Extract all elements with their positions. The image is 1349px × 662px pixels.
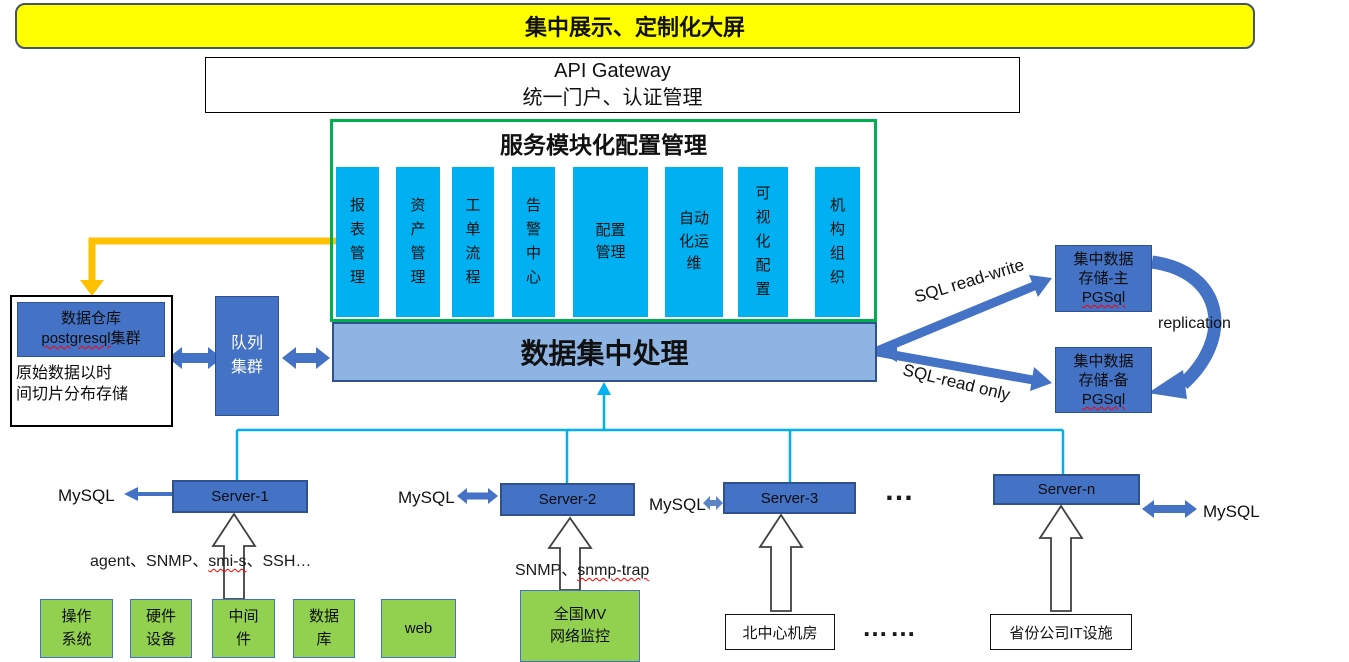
warehouse-box: 数据仓库 postgresql集群 bbox=[17, 302, 165, 357]
storage-backup-line1: 集中数据 bbox=[1073, 353, 1134, 370]
storage-primary-line2: 存储-主 bbox=[1078, 270, 1129, 287]
module-organization: 机构组织 bbox=[815, 167, 860, 317]
module-config: 配置管理 bbox=[573, 167, 648, 317]
block-arrows-up bbox=[211, 504, 1084, 612]
module-automation: 自动化运维 bbox=[665, 167, 723, 317]
module-report: 报表管理 bbox=[336, 167, 379, 317]
block-arrow-server3 bbox=[758, 513, 804, 612]
module-alarm-label: 告警中心 bbox=[525, 197, 541, 286]
warehouse-engine-suffix: 集群 bbox=[110, 330, 141, 347]
source-national-mv-box: 全国MV 网络监控 bbox=[520, 590, 640, 662]
source-database-label: 数据库 bbox=[308, 608, 339, 648]
server-n-box: Server-n bbox=[993, 474, 1140, 505]
collection-bus bbox=[235, 388, 1065, 483]
data-hub-bar: 数据集中处理 bbox=[332, 322, 877, 382]
api-gateway-line2: 统一门户、认证管理 bbox=[522, 87, 703, 109]
warehouse-title: 数据仓库 bbox=[60, 310, 121, 327]
storage-backup-engine: PGSql bbox=[1081, 391, 1126, 408]
province-it-box: 省份公司IT设施 bbox=[990, 614, 1132, 650]
warehouse-engine: postgresql bbox=[41, 330, 111, 347]
replication-arrow bbox=[1148, 255, 1222, 399]
api-gateway-line1: API Gateway bbox=[554, 60, 671, 82]
storage-backup-box: 集中数据 存储-备 PGSql bbox=[1055, 347, 1152, 413]
gold-arrowhead-icon bbox=[80, 280, 104, 296]
warehouse-engine-line: postgresql集群 bbox=[18, 329, 164, 349]
bus-up-arrowhead-icon bbox=[597, 382, 611, 395]
protocol1-prefix: agent、SNMP、 bbox=[90, 553, 209, 570]
national-mv-line2: 网络监控 bbox=[549, 628, 610, 645]
module-visualization: 可视化配置 bbox=[738, 167, 788, 317]
mysql-label-server-n: MySQL bbox=[1203, 502, 1260, 521]
protocol1-code: smi-s bbox=[208, 553, 247, 570]
double-arrow-queue-hub-icon bbox=[282, 347, 330, 369]
module-visualization-label: 可视化配置 bbox=[755, 185, 771, 298]
servers-ellipsis: … bbox=[884, 474, 917, 507]
national-mv-line1: 全国MV bbox=[553, 606, 607, 623]
module-alarm: 告警中心 bbox=[512, 167, 555, 317]
protocol-label-server2: SNMP、snmp-trap bbox=[515, 556, 649, 580]
module-asset-label: 资产管理 bbox=[410, 197, 426, 286]
sql-read-only-arrow bbox=[876, 347, 1052, 391]
service-panel bbox=[330, 119, 877, 322]
protocol1-suffix: 、SSH… bbox=[246, 553, 312, 570]
module-organization-label: 机构组织 bbox=[829, 197, 845, 286]
mysql-label-server2: MySQL bbox=[398, 488, 455, 507]
protocol-label-server1: agent、SNMP、smi-s、SSH… bbox=[90, 547, 311, 571]
mysql-label-server3: MySQL bbox=[649, 495, 706, 514]
replication-label: replication bbox=[1158, 315, 1231, 332]
module-workorder: 工单流程 bbox=[452, 167, 494, 317]
storage-primary-box: 集中数据 存储-主 PGSql bbox=[1055, 245, 1152, 312]
mysql-arrow-server3 bbox=[703, 496, 723, 510]
double-arrow-warehouse-queue-icon bbox=[168, 347, 222, 369]
block-arrow-server-n bbox=[1038, 504, 1084, 612]
source-os-label: 操作系统 bbox=[61, 608, 92, 648]
protocol2-prefix: SNMP、 bbox=[515, 562, 578, 579]
north-datacenter-box: 北中心机房 bbox=[725, 614, 835, 650]
module-report-label: 报表管理 bbox=[349, 197, 365, 286]
mysql-label-server1: MySQL bbox=[58, 486, 115, 505]
api-gateway-box: API Gateway 统一门户、认证管理 bbox=[205, 57, 1020, 113]
warehouse-note-line1: 原始数据以时 bbox=[16, 365, 113, 382]
mysql-arrow-server-n bbox=[1142, 500, 1197, 518]
source-middleware-label: 中间件 bbox=[228, 608, 259, 648]
server-2-box: Server-2 bbox=[500, 483, 635, 516]
server-1-box: Server-1 bbox=[172, 480, 308, 513]
banner-title: 集中展示、定制化大屏 bbox=[524, 15, 745, 40]
data-hub-label: 数据集中处理 bbox=[520, 338, 689, 369]
source-os-box: 操作系统 bbox=[40, 599, 113, 658]
source-database-box: 数据库 bbox=[293, 599, 355, 658]
queue-cluster-box: 队列集群 bbox=[215, 296, 279, 416]
module-config-label: 配置管理 bbox=[595, 221, 626, 262]
queue-cluster-label: 队列集群 bbox=[230, 335, 263, 376]
source-hardware-box: 硬件设备 bbox=[130, 599, 192, 658]
warehouse-note-line2: 间切片分布存储 bbox=[16, 386, 129, 403]
source-web-box: web bbox=[381, 599, 456, 658]
service-panel-title: 服务模块化配置管理 bbox=[500, 132, 707, 158]
module-workorder-label: 工单流程 bbox=[465, 197, 481, 286]
gold-flow-arrow bbox=[80, 237, 340, 296]
hub-left-arrowhead-icon bbox=[877, 340, 897, 362]
display-banner: 集中展示、定制化大屏 bbox=[15, 3, 1255, 49]
sources-ellipsis: …… bbox=[862, 612, 918, 642]
storage-primary-line1: 集中数据 bbox=[1073, 251, 1134, 268]
module-automation-label: 自动化运维 bbox=[678, 210, 709, 273]
source-middleware-box: 中间件 bbox=[212, 599, 275, 658]
warehouse-note: 原始数据以时 间切片分布存储 bbox=[16, 363, 168, 405]
storage-primary-engine: PGSql bbox=[1081, 289, 1126, 306]
server-3-box: Server-3 bbox=[723, 482, 856, 514]
sql-read-write-arrow bbox=[875, 275, 1052, 356]
mysql-arrow-server2 bbox=[457, 488, 498, 504]
protocol2-code: snmp-trap bbox=[577, 562, 650, 579]
storage-backup-line2: 存储-备 bbox=[1078, 372, 1129, 389]
mysql-arrow-server1 bbox=[124, 487, 172, 501]
module-asset: 资产管理 bbox=[396, 167, 440, 317]
source-hardware-label: 硬件设备 bbox=[145, 608, 176, 648]
